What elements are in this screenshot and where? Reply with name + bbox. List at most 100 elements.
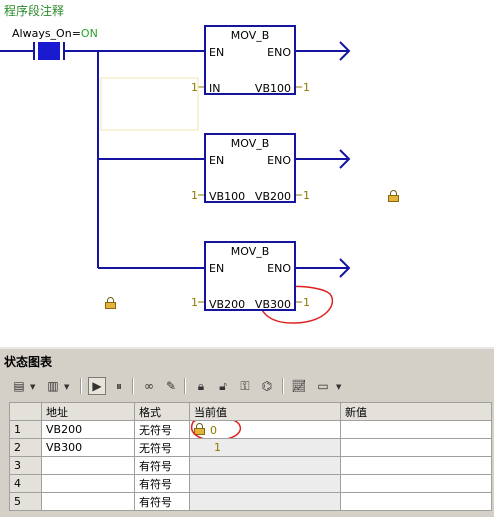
new-value-cell[interactable] <box>340 456 492 475</box>
address-cell[interactable] <box>41 456 135 475</box>
eno-arrow-3 <box>339 258 351 278</box>
table-row[interactable]: 5 有符号 <box>9 492 492 511</box>
format-cell[interactable]: 无符号 <box>134 420 190 439</box>
lock-icon <box>105 297 116 309</box>
box-3-en: EN <box>209 262 225 275</box>
col-header-index <box>9 402 42 421</box>
table-row[interactable]: 3 有符号 <box>9 456 492 475</box>
lock-icon <box>194 422 205 435</box>
unforce-all-icon[interactable]: ⚿ <box>240 378 250 393</box>
empty-cell-outline <box>100 77 199 131</box>
address-cell[interactable] <box>41 492 135 511</box>
address-cell[interactable]: VB200 <box>41 420 135 439</box>
status-chart-panel: 状态图表 ▤ ▼ ▥ ▼ ▶ ⏸ ∞ ✎ 🔒︎ 🔓︎ ⚿ ⌬ 📈︎ ▭ ▼ 地址… <box>0 347 494 517</box>
box-3-name: MOV_B <box>230 245 270 258</box>
panel-title: 状态图表 <box>4 355 53 369</box>
toolbar-separator <box>282 378 284 394</box>
ladder-wiring <box>0 41 351 324</box>
contact-name: Always_On <box>12 27 72 40</box>
chevron-down-icon[interactable]: ▼ <box>64 383 70 391</box>
current-value-cell <box>189 456 341 475</box>
contact-energized-fill <box>38 42 60 60</box>
box-2-in[interactable]: VB100 <box>209 190 246 203</box>
box-1-out[interactable]: VB100 <box>254 82 291 95</box>
force-lock-icon[interactable]: 🔒︎ <box>197 378 205 393</box>
col-header-new[interactable]: 新值 <box>340 402 492 421</box>
chevron-down-icon[interactable]: ▼ <box>30 383 36 391</box>
tag-icon[interactable]: ▭ <box>317 379 329 393</box>
box-3-out-value: 1 <box>303 296 310 309</box>
glasses-icon[interactable]: ∞ <box>144 379 154 393</box>
row-number[interactable]: 2 <box>9 438 42 457</box>
box-2-out-value: 1 <box>303 189 310 202</box>
eno-arrow-1 <box>339 41 351 61</box>
format-cell[interactable]: 有符号 <box>134 456 190 475</box>
box-1-name: MOV_B <box>230 29 270 42</box>
col-header-address[interactable]: 地址 <box>41 402 135 421</box>
box-2-out[interactable]: VB200 <box>254 190 291 203</box>
delete-row-icon[interactable]: ▥ <box>47 379 59 393</box>
format-cell[interactable]: 有符号 <box>134 474 190 493</box>
box-2-eno: ENO <box>267 154 291 167</box>
chart-status-toggle-icon[interactable]: ▶ <box>88 377 106 395</box>
format-cell[interactable]: 有符号 <box>134 492 190 511</box>
box-1-out-value: 1 <box>303 81 310 94</box>
box-2-en: EN <box>209 154 225 167</box>
new-value-cell[interactable] <box>340 420 492 439</box>
contact-label: Always_On=ON <box>12 27 98 40</box>
col-header-format[interactable]: 格式 <box>134 402 190 421</box>
new-value-cell[interactable] <box>340 492 492 511</box>
table-row[interactable]: 4 有符号 <box>9 474 492 493</box>
new-value-cell[interactable] <box>340 474 492 493</box>
contact-state: ON <box>80 27 98 40</box>
table-row[interactable]: 2 VB300 无符号 1 <box>9 438 492 457</box>
row-number[interactable]: 5 <box>9 492 42 511</box>
row-number[interactable]: 3 <box>9 456 42 475</box>
trend-view-icon[interactable]: 📈︎ <box>291 379 307 393</box>
pencil-icon[interactable]: ✎ <box>165 379 177 393</box>
toolbar-separator <box>132 378 134 394</box>
contact-equals: = <box>71 27 81 40</box>
box-1-en: EN <box>209 46 225 59</box>
row-number[interactable]: 1 <box>9 420 42 439</box>
box-1-in[interactable]: IN <box>209 82 221 95</box>
box-1-in-value: 1 <box>191 81 198 94</box>
box-3-eno: ENO <box>267 262 291 275</box>
table-row[interactable]: 1 VB200 无符号 0 <box>9 420 492 439</box>
box-3-in-value: 1 <box>191 296 198 309</box>
current-value-cell: 1 <box>189 438 341 457</box>
insert-row-icon[interactable]: ▤ <box>13 379 25 393</box>
toolbar-separator <box>184 378 186 394</box>
segment-comment[interactable]: 程序段注释 <box>4 4 65 18</box>
address-cell[interactable] <box>41 474 135 493</box>
row-number[interactable]: 4 <box>9 474 42 493</box>
eno-arrow-2 <box>339 149 351 169</box>
box-2-in-value: 1 <box>191 189 198 202</box>
box-1-eno: ENO <box>267 46 291 59</box>
annotation-ellipse-current <box>191 421 241 438</box>
box-3-out[interactable]: VB300 <box>254 298 291 311</box>
box-2-name: MOV_B <box>230 137 270 150</box>
table-header-row: 地址 格式 当前值 新值 <box>9 402 492 421</box>
unforce-lock-icon[interactable]: 🔓︎ <box>219 378 227 393</box>
ladder-editor[interactable]: 程序段注释 Always_On=ON MOV_ <box>0 0 494 345</box>
mov-b-box-1[interactable]: MOV_B EN ENO IN VB100 <box>204 25 296 95</box>
col-header-current[interactable]: 当前值 <box>189 402 341 421</box>
current-value-cell: 0 <box>189 420 341 439</box>
box-3-in[interactable]: VB200 <box>209 298 246 311</box>
lock-icon <box>388 190 399 202</box>
status-table: 地址 格式 当前值 新值 1 VB200 无符号 0 2 <box>9 402 492 511</box>
current-value: 0 <box>210 423 217 437</box>
mov-b-box-3[interactable]: MOV_B EN ENO VB200 VB300 <box>204 241 296 311</box>
address-cell[interactable]: VB300 <box>41 438 135 457</box>
new-value-cell[interactable] <box>340 438 492 457</box>
mov-b-box-2[interactable]: MOV_B EN ENO VB100 VB200 <box>204 133 296 203</box>
chevron-down-icon[interactable]: ▼ <box>336 383 342 391</box>
toolbar-separator <box>80 378 82 394</box>
current-value-cell <box>189 492 341 511</box>
status-toolbar: ▤ ▼ ▥ ▼ ▶ ⏸ ∞ ✎ 🔒︎ 🔓︎ ⚿ ⌬ 📈︎ ▭ ▼ <box>8 375 488 397</box>
current-value-cell <box>189 474 341 493</box>
format-cell[interactable]: 无符号 <box>134 438 190 457</box>
read-forced-icon[interactable]: ⌬ <box>261 379 273 393</box>
pause-icon[interactable]: ⏸ <box>115 378 122 393</box>
